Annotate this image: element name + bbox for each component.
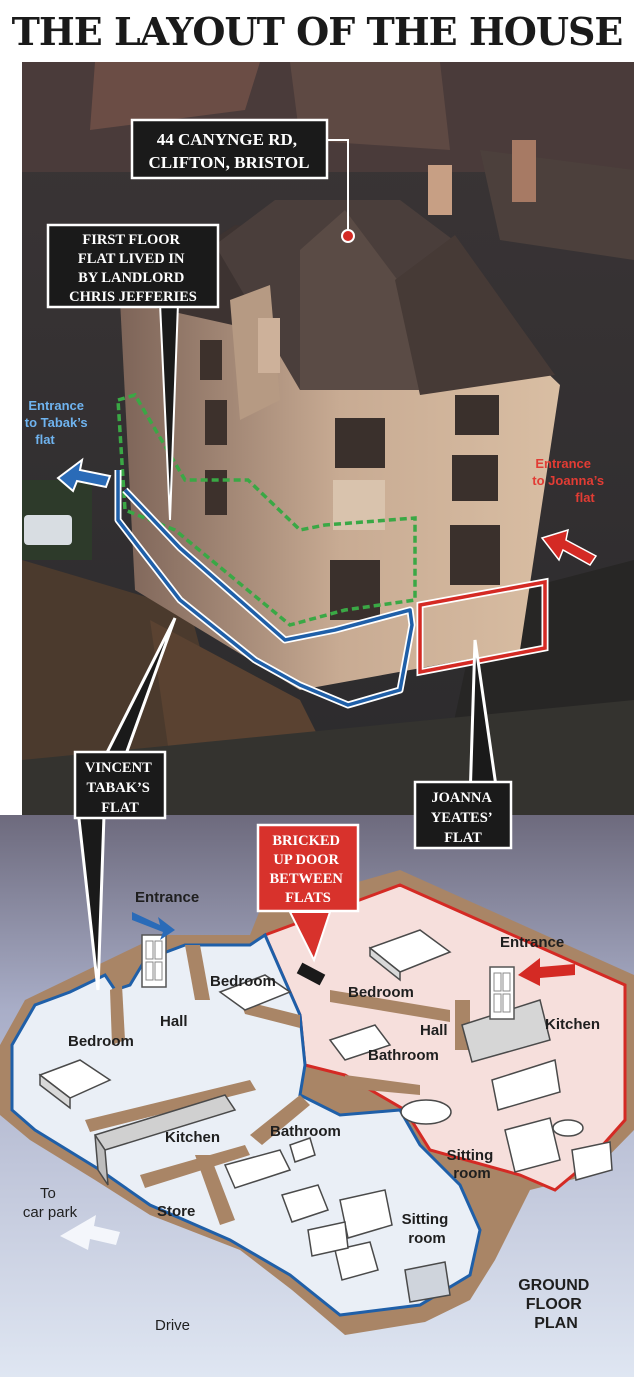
svg-text:FIRST FLOOR FLAT LIVED I: FIRST FLOOR FLAT LIVED IN BY LANDLORD CH… — [69, 232, 197, 305]
svg-text:BRICKED UP DOOR BE: BRICKED UP DOOR BETWEEN FLATS — [270, 833, 347, 906]
bedroom-left-label: Bedroom — [68, 1033, 134, 1050]
callout-address: 44 CANYNGE RD, CLIFTON, BRISTOL — [130, 118, 329, 180]
bathroom-left-label: Bathroom — [270, 1123, 341, 1140]
first-floor-line-1: FIRST FLOOR — [82, 232, 180, 248]
page-title: THE LAYOUT OF THE HOUSE — [11, 8, 624, 54]
callout-yeates-flat: JOANNA YEATES’ FLAT — [413, 780, 513, 850]
tabak-entrance-arrow — [56, 457, 112, 493]
kitchen-right-label: Kitchen — [545, 1016, 600, 1033]
entrance-arrow-left — [132, 912, 175, 940]
yeates-line-2: YEATES’ — [431, 810, 492, 826]
entrance-door-right — [489, 966, 515, 1020]
bedroom-right-label: Bedroom — [348, 984, 414, 1001]
entrance-left-label: Entrance — [135, 889, 199, 906]
house-photo — [120, 140, 560, 690]
first-floor-outline — [116, 392, 417, 627]
hall-right-label: Hall — [420, 1022, 448, 1039]
bathroom-right-label: Bathroom — [368, 1047, 439, 1064]
address-line-1: 44 CANYNGE RD, — [157, 130, 297, 149]
sitting-right-label: Sitting room — [447, 1147, 498, 1182]
drive-label: Drive — [155, 1317, 190, 1334]
hall-left-label: Hall — [160, 1013, 188, 1030]
first-floor-line-3: BY LANDLORD — [78, 270, 184, 286]
sitting-left-label: Sitting room — [402, 1211, 453, 1247]
first-floor-line-4: CHRIS JEFFERIES — [69, 289, 197, 305]
furniture — [38, 929, 613, 1303]
bricked-line-4: FLATS — [285, 890, 331, 906]
kitchen-left-label: Kitchen — [165, 1129, 220, 1146]
joanna-entrance-arrow — [540, 528, 598, 566]
store-label: Store — [157, 1203, 195, 1220]
bricked-line-3: BETWEEN — [270, 871, 344, 887]
entrance-right-label: Entrance — [500, 934, 564, 951]
callout-first-floor: FIRST FLOOR FLAT LIVED IN BY LANDLORD CH… — [46, 223, 220, 309]
bedroom-mid-label: Bedroom — [210, 973, 276, 990]
callout-tabak-flat: VINCENT TABAK’S FLAT — [73, 750, 167, 820]
bricked-door — [296, 962, 326, 986]
yeates-line-1: JOANNA — [431, 790, 492, 806]
svg-text:44 CANYNGE RD, CLIFTON,: 44 CANYNGE RD, CLIFTON, BRISTOL — [149, 130, 310, 172]
bricked-line-2: UP DOOR — [273, 852, 339, 868]
tabak-line-3: FLAT — [101, 800, 139, 816]
tabak-entrance-label: Entrance to Tabak’s flat — [25, 398, 91, 447]
first-floor-line-2: FLAT LIVED IN — [78, 251, 185, 267]
tabak-line-2: TABAK’S — [86, 780, 149, 796]
entrance-arrow-right — [518, 958, 575, 986]
joanna-entrance-label: Entrance to Joanna’s flat — [532, 456, 607, 505]
aerial-photo — [22, 62, 634, 882]
car-park-label: To car park — [23, 1185, 78, 1221]
address-line-2: CLIFTON, BRISTOL — [149, 153, 310, 172]
entrance-door-left — [141, 934, 167, 988]
bricked-line-1: BRICKED — [272, 833, 340, 849]
car-park-arrow — [60, 1215, 120, 1250]
callout-bricked: BRICKED UP DOOR BETWEEN FLATS — [256, 823, 360, 913]
title-bar: THE LAYOUT OF THE HOUSE — [0, 0, 634, 62]
ground-floor-label: GROUND FLOOR PLAN — [518, 1277, 594, 1332]
svg-text:VINCENT TABAK’S FL: VINCENT TABAK’S FLAT — [85, 760, 155, 816]
tabak-line-1: VINCENT — [85, 760, 152, 776]
yeates-line-3: FLAT — [444, 830, 482, 846]
svg-text:JOANNA YEATES’ FLA: JOANNA YEATES’ FLAT — [431, 790, 495, 846]
